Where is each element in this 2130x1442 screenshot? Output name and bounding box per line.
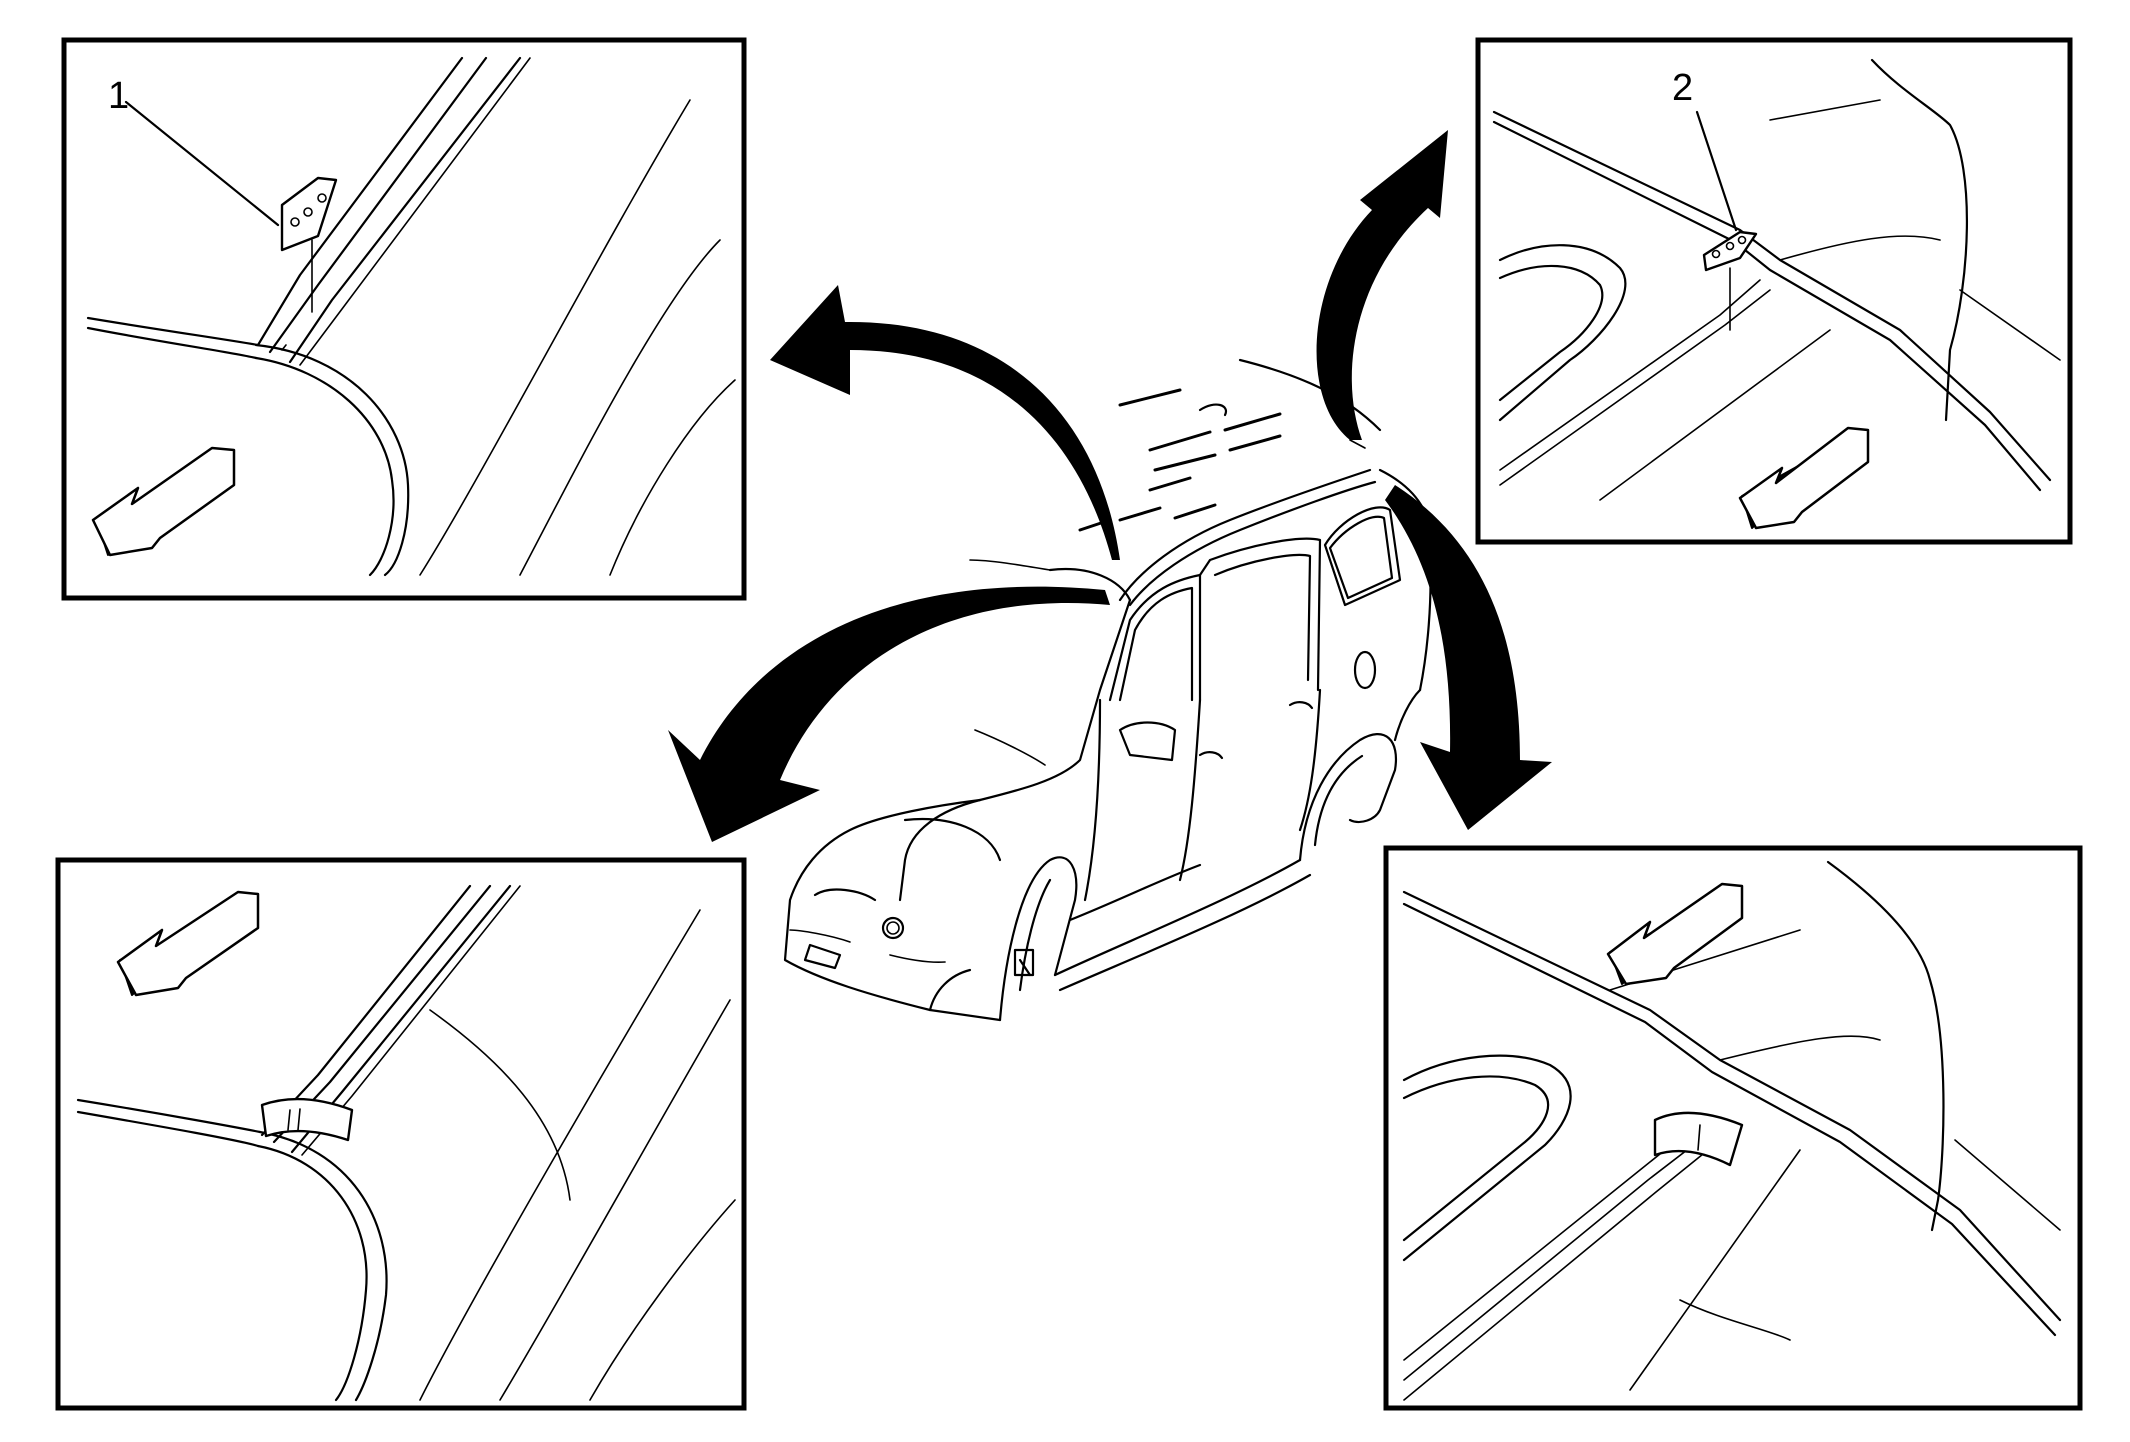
forward-direction-arrow xyxy=(1738,426,1870,530)
masking-tape xyxy=(1653,1111,1744,1167)
arrow-to-bottom-right-view xyxy=(1385,485,1552,830)
forward-direction-arrow xyxy=(1606,882,1744,986)
vehicle-overview xyxy=(783,358,1432,1022)
molding-clip-1 xyxy=(280,176,338,313)
callout-1-label: 1 xyxy=(108,75,129,117)
arrow-to-bottom-left-view xyxy=(668,586,1110,842)
forward-direction-arrow xyxy=(116,890,260,997)
molding-clip-2 xyxy=(1702,230,1758,331)
masking-tape xyxy=(260,1097,354,1142)
detail-view-top-right: 2 xyxy=(1475,37,2073,545)
arrow-to-top-left-view xyxy=(770,285,1120,560)
forward-direction-arrow xyxy=(91,446,236,557)
detail-view-bottom-left xyxy=(55,857,747,1411)
detail-view-bottom-right xyxy=(1383,845,2083,1411)
detail-view-top-left: 1 xyxy=(61,37,747,601)
callout-2-label: 2 xyxy=(1672,67,1693,109)
arrow-to-top-right-view xyxy=(1316,130,1448,440)
